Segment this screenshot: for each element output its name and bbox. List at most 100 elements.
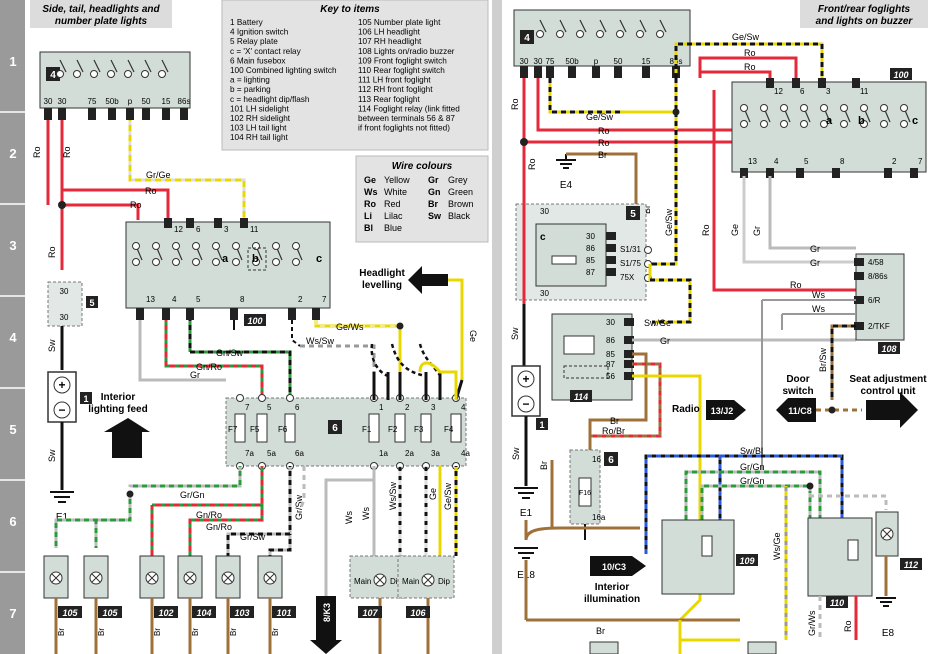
key-item: 5 Relay plate — [230, 37, 278, 46]
key-item: 111 LH front foglight — [358, 76, 431, 85]
row-number: 1 — [9, 54, 16, 69]
svg-text:30: 30 — [60, 287, 69, 296]
svg-text:Headlight: Headlight — [359, 268, 405, 279]
switch-terminal-label: 7 — [918, 157, 923, 166]
svg-text:6: 6 — [608, 455, 614, 466]
wire-code: Sw — [428, 211, 442, 221]
wire-label: Br — [229, 628, 238, 636]
ignition-terminal-label: 30 — [534, 57, 543, 66]
headlight-number: 107 — [362, 608, 378, 618]
key-item: 110 Rear foglight switch — [358, 66, 445, 75]
svg-text:Ro: Ro — [598, 126, 610, 136]
wire-label: Br — [97, 628, 106, 636]
svg-text:Ro: Ro — [843, 620, 853, 632]
svg-text:Ws: Ws — [812, 304, 825, 314]
fuse-terminal: 2 — [405, 403, 410, 412]
key-item: a = lighting — [230, 76, 270, 85]
svg-text:30: 30 — [60, 313, 69, 322]
buzzer-terminal: 8/86s — [868, 272, 888, 281]
svg-text:109: 109 — [739, 556, 754, 566]
svg-text:−: − — [58, 403, 65, 417]
wire-code: Gr — [428, 175, 439, 185]
svg-text:Gr/Sw: Gr/Sw — [294, 494, 304, 520]
key-item: 108 Lights on/radio buzzer — [358, 47, 455, 56]
svg-text:Gr/Gn: Gr/Gn — [180, 490, 205, 500]
fuse-label: F7 — [228, 425, 238, 434]
svg-text:16: 16 — [592, 455, 601, 464]
svg-text:levelling: levelling — [362, 280, 402, 291]
relay-terminal: S1/31 — [620, 245, 641, 254]
switch-c-label: c — [912, 115, 918, 127]
key-item: 106 LH headlight — [358, 28, 421, 37]
svg-text:Ro: Ro — [62, 146, 72, 158]
svg-text:6: 6 — [332, 423, 338, 434]
ignition-switch-right — [513, 9, 691, 67]
wire-code: Br — [428, 199, 438, 209]
svg-text:110: 110 — [830, 598, 844, 608]
switch-terminal-label: 2 — [298, 295, 303, 304]
key-item: b = parking — [230, 85, 271, 94]
switch-b-label: b — [252, 253, 259, 265]
switch-b-label: b — [858, 115, 865, 127]
svg-text:Gr: Gr — [190, 370, 200, 380]
fuse-label: F5 — [250, 425, 260, 434]
relay-plate-left — [47, 281, 83, 327]
svg-text:Ws: Ws — [812, 290, 825, 300]
ignition-terminal-label: p — [594, 57, 599, 66]
relay-terminal: 86 — [606, 336, 615, 345]
switch-a-label: a — [826, 115, 833, 127]
svg-text:Ge/Sw: Ge/Sw — [664, 208, 674, 236]
svg-text:Br: Br — [610, 416, 619, 426]
row-number: 4 — [9, 330, 17, 345]
wire-label: Br — [271, 628, 280, 636]
svg-text:control unit: control unit — [861, 386, 917, 397]
ref-8k3-arrow — [310, 596, 342, 654]
ignition-terminal-label: p — [128, 97, 133, 106]
ignition-switch-number-box — [46, 67, 60, 81]
buzzer-terminal: 2/TKF — [868, 322, 890, 331]
wire-code: Ro — [364, 199, 376, 209]
key-item: 114 Foglight relay (link fitted — [358, 104, 460, 113]
lamp-number: 105 — [102, 608, 118, 618]
wire-colour-name: Green — [448, 187, 473, 197]
relay-terminal: 30 — [606, 318, 615, 327]
earth-e1-left — [50, 491, 74, 503]
svg-text:Ws/Ge: Ws/Ge — [772, 532, 782, 560]
svg-text:Ge/Sw: Ge/Sw — [586, 112, 614, 122]
wire-colour-name: Red — [384, 199, 401, 209]
wire-colour-name: Grey — [448, 175, 468, 185]
fuse-label: F1 — [362, 425, 372, 434]
svg-text:Interior: Interior — [101, 392, 136, 403]
svg-text:Gr/Ws: Gr/Ws — [807, 610, 817, 636]
svg-text:E1: E1 — [520, 508, 533, 519]
wire-gr — [138, 320, 226, 382]
switch-terminal-label: 11 — [860, 87, 869, 96]
fuse-terminal: 7 — [245, 403, 250, 412]
row-number: 7 — [9, 606, 16, 621]
fuse-label: F2 — [388, 425, 398, 434]
switch-terminal-label: 12 — [174, 225, 183, 234]
switch-terminal-label: 6 — [196, 225, 201, 234]
switch-terminal-label: 8 — [240, 295, 245, 304]
svg-text:11/C8: 11/C8 — [788, 406, 812, 416]
wire-colour-name: Lilac — [384, 211, 403, 221]
seat-unit-arrow — [866, 392, 918, 428]
svg-text:4: 4 — [50, 70, 56, 81]
switch-terminal-label: 3 — [224, 225, 229, 234]
relay-terminal: 30 — [586, 232, 595, 241]
switch-terminal-label: 5 — [196, 295, 201, 304]
ignition-terminal-label: 15 — [642, 57, 651, 66]
svg-text:Br: Br — [598, 150, 607, 160]
row-number: 6 — [9, 514, 16, 529]
fuse-terminal: 4 — [461, 403, 466, 412]
svg-text:Interior: Interior — [595, 582, 630, 593]
ignition-terminal-label: 15 — [162, 97, 171, 106]
key-item: 112 RH front foglight — [358, 85, 433, 94]
switch-terminal-label: 4 — [172, 295, 177, 304]
